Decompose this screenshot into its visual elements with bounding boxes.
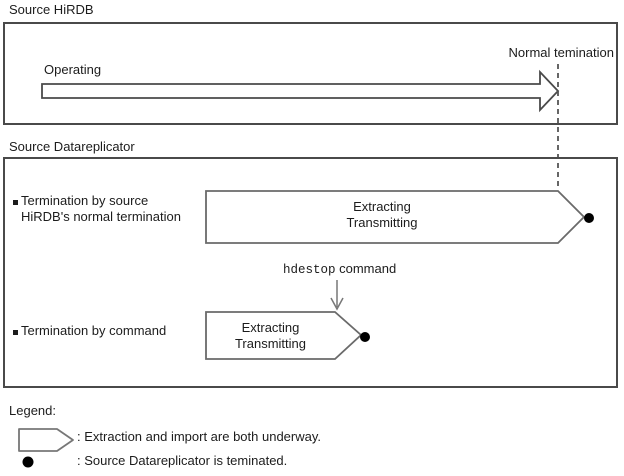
legend-process-arrow-icon	[18, 428, 74, 452]
source-datareplicator-label: Source Datareplicator	[9, 139, 135, 154]
extract-arrow-text-normal: Extracting Transmitting	[206, 199, 558, 231]
extracting-label-normal: Extracting	[353, 199, 411, 214]
extracting-label-command: Extracting	[241, 320, 300, 335]
termination-normal-label-line1: Termination by source	[21, 193, 149, 208]
operating-arrow-shape	[41, 69, 560, 113]
transmitting-label-normal: Transmitting	[346, 215, 418, 230]
extract-arrow-shape-command	[205, 311, 363, 360]
source-hirdb-box	[3, 22, 618, 125]
hdestop-command-suffix: command	[335, 261, 397, 276]
normal-termination-label: Normal temination	[508, 45, 615, 60]
extract-arrow-shape-normal	[205, 190, 586, 244]
source-hirdb-label: Source HiRDB	[9, 2, 94, 17]
source-datareplicator-box	[3, 157, 618, 388]
extract-arrow-text-command: Extracting Transmitting	[206, 320, 335, 352]
terminated-dot-command	[360, 332, 370, 342]
hdestop-arrow-head	[330, 297, 344, 311]
operating-label: Operating	[44, 62, 102, 77]
termination-normal-label: Termination by source HiRDB's normal ter…	[21, 193, 181, 225]
bullet-square-normal	[13, 200, 18, 205]
hdestop-command-name: hdestop	[283, 263, 336, 277]
termination-normal-label-line2: HiRDB's normal termination	[21, 209, 181, 224]
legend-terminated-dot-icon	[22, 456, 34, 468]
legend-title: Legend:	[9, 403, 56, 418]
terminated-dot-normal	[584, 213, 594, 223]
legend-item-dot-text: : Source Datareplicator is teminated.	[77, 453, 288, 468]
bullet-square-command	[13, 330, 18, 335]
legend-item-arrow-text: : Extraction and import are both underwa…	[77, 429, 321, 444]
transmitting-label-command: Transmitting	[234, 336, 307, 351]
termination-command-label: Termination by command	[21, 323, 167, 338]
hdestop-command-label: hdestop command	[283, 261, 396, 278]
